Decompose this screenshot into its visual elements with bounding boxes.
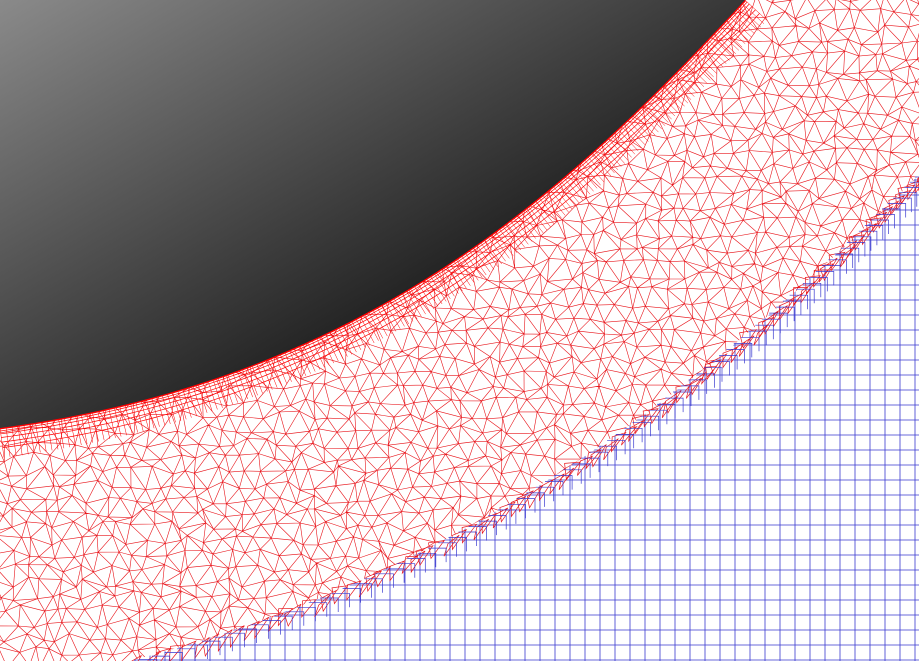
solid-body	[0, 0, 745, 428]
boundary-layer-normals	[0, 0, 768, 458]
transition-cells	[138, 176, 919, 661]
transition-zone-mesh	[131, 176, 919, 661]
transition-triangles	[131, 176, 919, 661]
